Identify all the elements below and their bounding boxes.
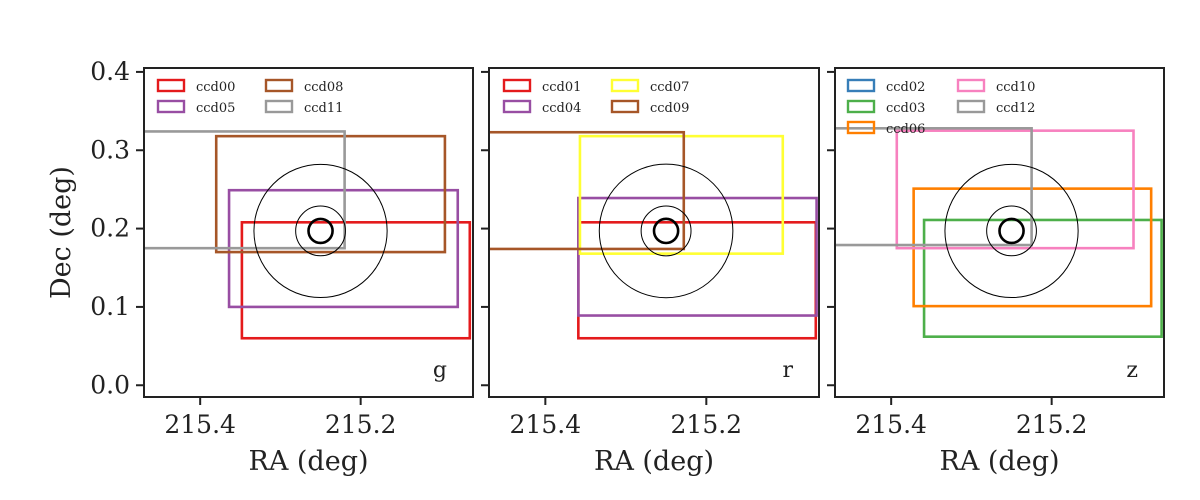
band-label: r — [782, 358, 793, 383]
ccd-footprint-ccd04 — [577, 196, 818, 317]
aperture-circle-0 — [944, 163, 1079, 299]
ccd-footprint-ccd07 — [578, 134, 785, 255]
legend-label-ccd06: ccd06 — [886, 122, 925, 137]
legend-label-ccd02: ccd02 — [886, 80, 925, 95]
legend-label-ccd01: ccd01 — [542, 80, 581, 95]
legend-swatch-ccd12 — [956, 99, 986, 114]
band-label: z — [1126, 358, 1138, 383]
y-tick-label: 0.0 — [90, 370, 130, 399]
ccd-footprint-ccd12 — [835, 127, 1033, 247]
legend-swatch-ccd06 — [846, 120, 876, 135]
legend-label-ccd11: ccd11 — [304, 101, 343, 116]
ccd-footprint-ccd11 — [144, 130, 346, 250]
legend-label-ccd04: ccd04 — [542, 101, 581, 116]
legend-label-ccd05: ccd05 — [196, 101, 235, 116]
plot-area — [144, 130, 472, 340]
panel-frame — [488, 67, 820, 398]
ccd-footprint-ccd10 — [895, 129, 1135, 250]
legend-swatch-ccd02 — [846, 78, 876, 93]
legend: ccd02 ccd03 ccd06 ccd10 ccd12 — [846, 78, 1035, 137]
legend: ccd00 ccd05 ccd08 ccd11 — [156, 78, 343, 116]
legend-swatch-ccd10 — [956, 78, 986, 93]
aperture-circle-2 — [652, 217, 680, 245]
x-tick-label: 215.2 — [325, 410, 397, 439]
y-axis-label: Dec (deg) — [46, 166, 77, 299]
legend-swatch-ccd05 — [156, 99, 186, 114]
panel-frame — [834, 67, 1165, 398]
y-tick-label: 0.2 — [90, 214, 130, 243]
aperture-circle-1 — [640, 205, 692, 257]
ccd-footprint-ccd00 — [240, 221, 472, 340]
legend-swatch-ccd08 — [264, 78, 294, 93]
aperture-circle-1 — [295, 205, 346, 257]
legend-swatch-ccd09 — [610, 99, 640, 114]
legend-swatch-ccd11 — [264, 99, 294, 114]
ccd-footprint-ccd03 — [922, 218, 1163, 338]
legend-label-ccd00: ccd00 — [196, 80, 235, 95]
ccd-footprint-ccd01 — [577, 221, 818, 340]
legend-label-ccd09: ccd09 — [650, 101, 689, 116]
plot-area — [489, 130, 818, 340]
aperture-circle-1 — [986, 205, 1037, 257]
plot-area — [835, 127, 1163, 338]
legend-swatch-ccd07 — [610, 78, 640, 93]
legend-swatch-ccd03 — [846, 99, 876, 114]
ccd-footprint-ccd08 — [214, 134, 447, 254]
legend-label-ccd07: ccd07 — [650, 80, 689, 95]
legend-label-ccd12: ccd12 — [996, 101, 1035, 116]
panel-g: 215.4 215.2 0.0 0.1 0.2 0.3 0.4 RA (deg) Dec (de… — [46, 57, 474, 477]
aperture-circle-2 — [307, 217, 334, 245]
y-tick-label: 0.1 — [90, 292, 130, 321]
x-tick-label: 215.4 — [855, 410, 927, 439]
y-tick-label: 0.3 — [90, 135, 130, 164]
aperture-circle-0 — [253, 163, 388, 299]
legend-swatch-ccd00 — [156, 78, 186, 93]
x-tick-label: 215.4 — [510, 410, 582, 439]
panel-r: 215.4 215.2 RA (deg) r ccd01 ccd04 ccd07 ccd09 — [481, 67, 820, 477]
y-tick-label: 0.4 — [90, 57, 130, 86]
legend-swatch-ccd04 — [502, 99, 532, 114]
legend-label-ccd08: ccd08 — [304, 80, 343, 95]
panel-frame — [143, 67, 474, 398]
x-tick-label: 215.4 — [164, 410, 236, 439]
x-axis-label: RA (deg) — [248, 446, 368, 477]
x-axis-label: RA (deg) — [939, 446, 1059, 477]
legend-label-ccd10: ccd10 — [996, 80, 1035, 95]
aperture-circle-0 — [598, 163, 734, 299]
x-tick-label: 215.2 — [1016, 410, 1088, 439]
ccd-footprint-ccd09 — [489, 130, 686, 251]
aperture-circle-2 — [998, 217, 1025, 245]
legend-label-ccd03: ccd03 — [886, 101, 925, 116]
legend: ccd01 ccd04 ccd07 ccd09 — [502, 78, 689, 116]
x-tick-label: 215.2 — [671, 410, 743, 439]
legend-swatch-ccd01 — [502, 78, 532, 93]
band-label: g — [433, 358, 447, 383]
x-axis-label: RA (deg) — [594, 446, 714, 477]
